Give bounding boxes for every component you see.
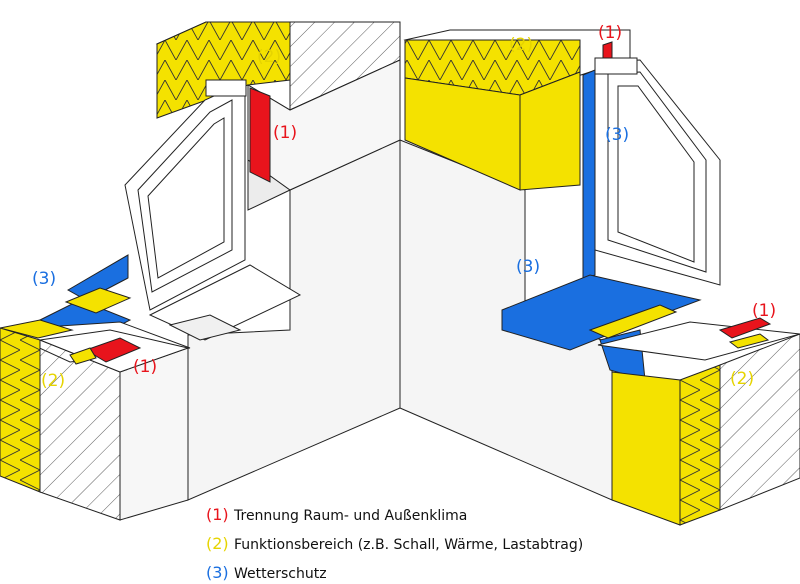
left-sill-edge	[168, 314, 242, 341]
right-frame-top-profile	[594, 57, 638, 75]
label-left-3: (3)	[32, 269, 56, 289]
left-wall-insulation	[0, 327, 41, 493]
right-lintel-side	[519, 71, 581, 191]
legend-text-1: Trennung Raum- und Außenklima	[234, 508, 468, 524]
right-window-glass	[617, 85, 695, 263]
label-right-1-bottom: (1)	[752, 301, 776, 321]
label-left-2-top: (2)	[257, 47, 281, 67]
left-red-seal-bottom	[84, 337, 142, 363]
left-wall-insulation-top	[0, 319, 74, 339]
label-left-1-bottom: (1)	[133, 357, 157, 377]
legend-item-3: (3) Wetterschutz	[206, 563, 327, 582]
legend-num-3: (3)	[206, 563, 229, 582]
right-blue-membrane-vertical	[582, 69, 596, 281]
label-left-1-top: (1)	[273, 123, 297, 143]
left-red-seal-top	[249, 87, 271, 183]
legend-item-1: (1) Trennung Raum- und Außenklima	[206, 505, 467, 524]
left-frame-top-profile	[205, 79, 247, 97]
left-detail	[0, 21, 401, 521]
right-red-seal-bottom	[718, 317, 772, 339]
label-left-2-bottom: (2)	[41, 371, 65, 391]
legend-num-2: (2)	[206, 534, 229, 553]
left-window-glass	[147, 117, 225, 279]
label-right-3-bottom: (3)	[516, 257, 540, 277]
label-right-2-top: (2)	[509, 35, 533, 55]
right-detail	[399, 29, 800, 526]
right-labels: (2) (1) (3) (3) (1) (2)	[509, 23, 776, 389]
legend-text-2: Funktionsbereich (z.B. Schall, Wärme, La…	[234, 537, 584, 553]
legend-text-3: Wetterschutz	[234, 566, 327, 582]
legend-item-2: (2) Funktionsbereich (z.B. Schall, Wärme,…	[206, 534, 583, 553]
right-wall-top-yellow	[728, 333, 770, 349]
right-wall-front	[611, 371, 681, 526]
right-wall-hatch	[719, 333, 800, 511]
left-labels: (2) (1) (3) (1) (2)	[32, 47, 297, 391]
legend-num-1: (1)	[206, 505, 229, 524]
label-right-2-bottom: (2)	[730, 369, 754, 389]
left-yellow-seal-bottom	[69, 347, 97, 365]
label-right-3-top: (3)	[605, 125, 629, 145]
label-right-1-top: (1)	[598, 23, 622, 43]
left-yellow-sill-strip	[64, 287, 132, 314]
right-wall-insulation	[679, 364, 721, 526]
right-yellow-sill-strip	[588, 304, 678, 339]
